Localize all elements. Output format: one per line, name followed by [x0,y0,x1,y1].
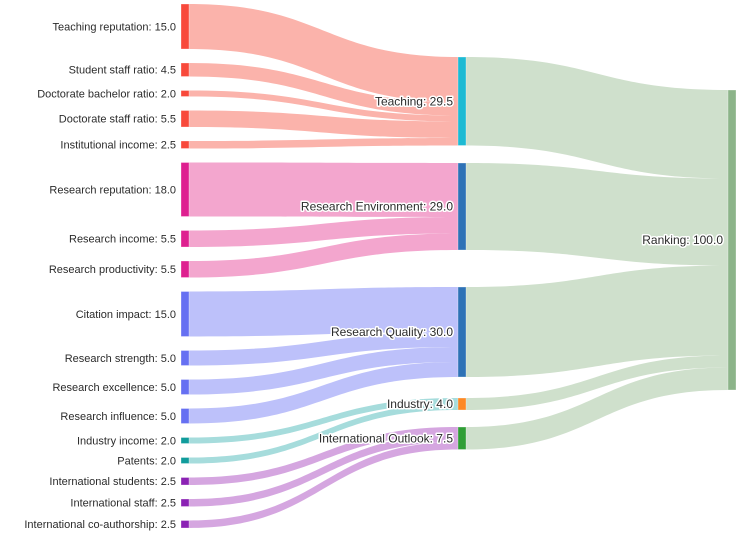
node-label-ranking: Ranking: 100.0 [642,233,723,247]
link-research_excellence-to-research_quality[interactable] [189,347,458,395]
node-label-research_influence: Research influence: 5.0 [60,411,176,423]
node-label-research_income: Research income: 5.5 [69,234,176,246]
node-international_outlook[interactable] [457,426,467,450]
link-international_co_authorship-to-international_outlook[interactable] [189,442,458,528]
node-label-research_productivity: Research productivity: 5.5 [49,264,176,276]
node-industry[interactable] [457,397,467,411]
node-ranking[interactable] [727,89,737,391]
node-teaching[interactable] [457,56,467,146]
link-industry_income-to-industry[interactable] [189,398,458,444]
node-institutional_income[interactable] [180,140,190,149]
node-research_influence[interactable] [180,408,190,424]
node-label-research_strength: Research strength: 5.0 [65,353,176,365]
node-research_strength[interactable] [180,350,190,366]
node-label-student_staff_ratio: Student staff ratio: 4.5 [69,65,176,77]
link-industry-to-ranking[interactable] [466,355,728,411]
node-industry_income[interactable] [180,437,190,444]
node-doctorate_staff_ratio[interactable] [180,110,190,128]
link-citation_impact-to-research_quality[interactable] [189,287,458,337]
node-label-research_environment: Research Environment: 29.0 [301,200,453,214]
node-teaching_reputation[interactable] [180,3,190,50]
node-label-research_excellence: Research excellence: 5.0 [52,382,176,394]
link-doctorate_bachelor_ratio-to-teaching[interactable] [189,90,458,122]
link-international_staff-to-international_outlook[interactable] [189,434,458,507]
node-label-teaching: Teaching: 29.5 [375,94,453,108]
link-teaching-to-ranking[interactable] [466,57,728,179]
node-label-institutional_income: Institutional income: 2.5 [60,140,176,152]
node-label-doctorate_staff_ratio: Doctorate staff ratio: 5.5 [59,114,176,126]
node-label-doctorate_bachelor_ratio: Doctorate bachelor ratio: 2.0 [37,88,176,100]
link-doctorate_staff_ratio-to-teaching[interactable] [189,110,458,139]
link-student_staff_ratio-to-teaching[interactable] [189,63,458,116]
link-research_productivity-to-research_environment[interactable] [189,233,458,278]
link-research_reputation-to-research_environment[interactable] [189,162,458,218]
node-label-research_reputation: Research reputation: 18.0 [49,184,176,196]
node-label-research_quality: Research Quality: 30.0 [331,325,453,339]
node-research_reputation[interactable] [180,162,190,217]
node-label-patents: Patents: 2.0 [117,455,176,467]
node-doctorate_bachelor_ratio[interactable] [180,90,190,97]
node-label-citation_impact: Citation impact: 15.0 [76,309,176,321]
link-research_income-to-research_environment[interactable] [189,217,458,247]
link-patents-to-industry[interactable] [189,404,458,464]
node-citation_impact[interactable] [180,291,190,337]
node-student_staff_ratio[interactable] [180,62,190,77]
node-research_productivity[interactable] [180,260,190,278]
link-teaching_reputation-to-teaching[interactable] [189,4,458,102]
link-research_influence-to-research_quality[interactable] [189,362,458,424]
node-international_co_authorship[interactable] [180,520,190,529]
link-international_outlook-to-ranking[interactable] [466,367,728,450]
node-label-international_co_authorship: International co-authorship: 2.5 [24,519,176,531]
node-research_environment[interactable] [457,162,467,251]
link-research_environment-to-ranking[interactable] [466,163,728,266]
node-research_quality[interactable] [457,286,467,378]
link-research_strength-to-research_quality[interactable] [189,332,458,366]
node-label-teaching_reputation: Teaching reputation: 15.0 [52,21,176,33]
link-institutional_income-to-teaching[interactable] [189,138,458,149]
node-patents[interactable] [180,457,190,464]
link-international_students-to-international_outlook[interactable] [189,427,458,485]
node-research_income[interactable] [180,230,190,248]
node-international_students[interactable] [180,477,190,486]
node-international_staff[interactable] [180,498,190,507]
node-label-international_students: International students: 2.5 [49,476,176,488]
link-research_quality-to-ranking[interactable] [466,265,728,378]
node-label-international_outlook: International Outlook: 7.5 [319,431,453,445]
node-label-international_staff: International staff: 2.5 [70,498,176,510]
node-research_excellence[interactable] [180,379,190,395]
node-label-industry: Industry: 4.0 [387,397,453,411]
node-label-industry_income: Industry income: 2.0 [77,435,176,447]
